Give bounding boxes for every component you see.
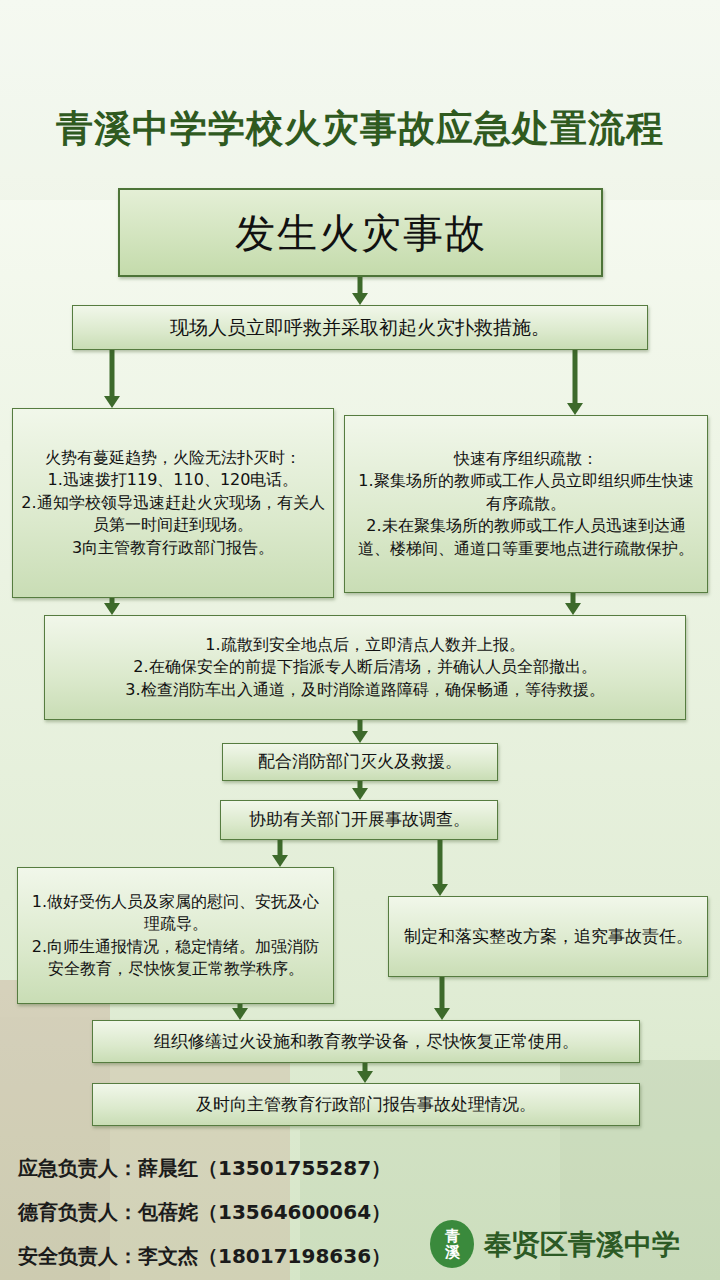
box-text: 火势有蔓延趋势，火险无法扑灭时： xyxy=(21,447,325,469)
flow-arrow xyxy=(352,720,368,743)
flow-arrow xyxy=(352,277,368,305)
box-text: 发生火灾事故 xyxy=(128,205,593,261)
contact-line: 德育负责人：包蓓姹（13564600064） xyxy=(18,1199,391,1226)
school-logo: 青溪 xyxy=(430,1220,474,1268)
flow-arrow xyxy=(272,840,288,867)
building-silhouette xyxy=(0,980,720,1280)
box-text: 3.检查消防车出入通道，及时消除道路障碍，确保畅通，等待救援。 xyxy=(53,679,677,701)
box-text: 1.迅速拨打119、110、120电话。 xyxy=(21,469,325,491)
upper-photo xyxy=(0,0,720,200)
school-name: 奉贤区青溪中学 xyxy=(484,1226,680,1264)
box-text: 配合消防部门灭火及救援。 xyxy=(231,750,489,774)
flow-arrow xyxy=(357,1063,373,1083)
process-box: 快速有序组织疏散：1.聚集场所的教师或工作人员立即组织师生快速有序疏散。2.未在… xyxy=(344,415,708,593)
process-box: 组织修缮过火设施和教育教学设备，尽快恢复正常使用。 xyxy=(92,1020,640,1063)
box-text: 组织修缮过火设施和教育教学设备，尽快恢复正常使用。 xyxy=(101,1030,631,1054)
process-box: 及时向主管教育行政部门报告事故处理情况。 xyxy=(92,1083,640,1126)
box-text: 协助有关部门开展事故调查。 xyxy=(229,808,489,832)
box-text: 2.向师生通报情况，稳定情绪。加强消防安全教育，尽快恢复正常教学秩序。 xyxy=(26,936,325,981)
process-box: 1.做好受伤人员及家属的慰问、安抚及心理疏导。2.向师生通报情况，稳定情绪。加强… xyxy=(17,867,334,1004)
box-text: 2.在确保安全的前提下指派专人断后清场，并确认人员全部撤出。 xyxy=(53,656,677,678)
box-text: 1.疏散到安全地点后，立即清点人数并上报。 xyxy=(53,634,677,656)
process-box: 1.疏散到安全地点后，立即清点人数并上报。2.在确保安全的前提下指派专人断后清场… xyxy=(44,615,686,720)
box-text: 及时向主管教育行政部门报告事故处理情况。 xyxy=(101,1093,631,1117)
flow-arrow xyxy=(434,977,450,1020)
flow-arrow xyxy=(352,781,368,800)
process-box: 现场人员立即呼救并采取初起火灾扑救措施。 xyxy=(72,305,648,350)
box-text: 现场人员立即呼救并采取初起火灾扑救措施。 xyxy=(81,314,639,341)
flow-arrow xyxy=(104,598,120,615)
box-text: 快速有序组织疏散： xyxy=(353,448,699,470)
flow-arrow xyxy=(567,350,583,415)
box-text: 1.做好受伤人员及家属的慰问、安抚及心理疏导。 xyxy=(26,891,325,936)
process-box: 配合消防部门灭火及救援。 xyxy=(222,743,498,781)
box-text: 1.聚集场所的教师或工作人员立即组织师生快速有序疏散。 xyxy=(353,470,699,515)
box-text: 制定和落实整改方案，追究事故责任。 xyxy=(397,925,699,949)
flow-arrow xyxy=(104,350,120,408)
flow-arrow xyxy=(432,840,448,896)
contact-line: 应急负责人：薛晨红（13501755287） xyxy=(18,1155,391,1182)
process-box: 制定和落实整改方案，追究事故责任。 xyxy=(388,896,708,977)
logo-text: 青溪 xyxy=(445,1228,460,1261)
diagram-title: 青溪中学学校火灾事故应急处置流程 xyxy=(0,104,720,154)
flow-arrow xyxy=(232,1004,248,1020)
flow-arrow xyxy=(565,593,581,615)
process-box: 协助有关部门开展事故调查。 xyxy=(220,800,498,840)
box-text: 3向主管教育行政部门报告。 xyxy=(21,537,325,559)
contact-line: 安全负责人：李文杰（18017198636） xyxy=(18,1243,391,1270)
process-box: 火势有蔓延趋势，火险无法扑灭时：1.迅速拨打119、110、120电话。2.通知… xyxy=(12,408,334,598)
box-text: 2.未在聚集场所的教师或工作人员迅速到达通道、楼梯间、通道口等重要地点进行疏散保… xyxy=(353,515,699,560)
process-box: 发生火灾事故 xyxy=(118,188,603,277)
box-text: 2.通知学校领导迅速赶赴火灾现场，有关人员第一时间赶到现场。 xyxy=(21,492,325,537)
